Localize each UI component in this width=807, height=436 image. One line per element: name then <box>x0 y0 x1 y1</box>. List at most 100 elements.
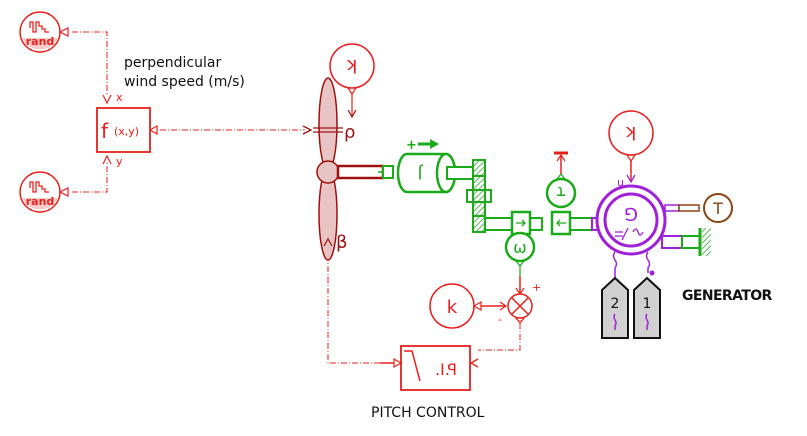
output-port-icon <box>346 87 358 96</box>
turbine-rotor[interactable]: ρ β <box>302 77 355 261</box>
random-wave-icon <box>29 181 49 193</box>
function-block[interactable]: x f (x,y) y <box>96 91 158 168</box>
blade-upper <box>318 77 338 171</box>
speed-sensor-label: ω <box>513 238 526 257</box>
pin-wire-icon <box>613 313 617 330</box>
pitch-control-title: PITCH CONTROL <box>371 405 485 421</box>
input-arrow-y-icon <box>102 154 112 165</box>
pi-controller-label: P.I. <box>435 360 457 379</box>
thermal-port-circle <box>703 193 733 223</box>
output-port-icon <box>58 187 69 197</box>
output-port-icon <box>148 124 158 136</box>
wind-speed-caption-line1: perpendicular <box>124 55 221 71</box>
function-symbol: f <box>101 119 109 143</box>
pin-2[interactable]: 2 <box>601 276 629 339</box>
pitch-setpoint[interactable]: k <box>429 283 508 329</box>
output-port-icon <box>58 27 69 37</box>
speed-sensor[interactable]: ω <box>504 210 536 276</box>
arrow-down-icon <box>347 109 357 119</box>
rotor-hub <box>316 160 340 184</box>
thermal-port-label: T <box>712 199 723 218</box>
shaft-segment <box>569 217 593 231</box>
random-source-top[interactable]: rand <box>19 11 69 53</box>
input-arrow-icon <box>469 358 479 368</box>
shaft-rotor-side <box>336 164 385 180</box>
shaft-stub <box>382 165 394 179</box>
arrow-down-icon <box>626 174 636 184</box>
arrow-right-icon <box>499 301 508 311</box>
beta-input-arrow-icon <box>323 237 333 247</box>
input-label-x: x <box>116 91 123 104</box>
arrow-left-icon <box>556 219 566 227</box>
inertia-block[interactable]: + J <box>382 138 474 194</box>
direction-arrow-icon <box>430 139 439 149</box>
lead-wire-2 <box>612 251 618 278</box>
random-wave-icon <box>29 21 49 33</box>
summing-junction[interactable]: + - <box>498 276 541 326</box>
rho-constant[interactable]: k <box>329 43 375 119</box>
cross-icon <box>511 297 529 315</box>
pin-wire-icon <box>645 313 649 330</box>
gear-bearing <box>466 189 492 203</box>
input-arrow-x-icon <box>102 94 112 105</box>
output-port-icon <box>514 260 526 267</box>
generator-input-label: u <box>617 176 624 189</box>
gear-output-shaft <box>484 217 514 231</box>
beta-label: β <box>336 232 348 253</box>
setpoint-label: k <box>447 297 458 318</box>
housing-shaft-electric <box>661 235 683 249</box>
wire-sum-to-pi <box>478 312 521 351</box>
pin-1[interactable]: 1 <box>633 276 661 339</box>
generator[interactable]: k u G T 2 1 <box>595 110 733 339</box>
inertia-symbol: J <box>418 164 424 183</box>
random-source-label: rand <box>26 195 55 208</box>
output-port-icon <box>625 154 637 163</box>
generator-rotor <box>603 192 659 248</box>
wind-input-arrow-icon <box>302 125 313 135</box>
rho-label: ρ <box>344 122 355 143</box>
generator-constant-label: k <box>625 122 636 143</box>
torque-sensor[interactable]: τ <box>545 151 577 236</box>
random-source-bottom[interactable]: rand <box>19 171 69 213</box>
wire-pi-to-beta <box>327 245 380 364</box>
arrow-right-icon <box>516 219 526 227</box>
pin-2-label: 2 <box>611 296 620 312</box>
polarity-dot <box>649 270 655 276</box>
generator-symbol: G <box>624 203 638 224</box>
limiter-icon <box>404 350 421 382</box>
random-source-label: rand <box>26 35 55 48</box>
arrow-up-icon <box>556 153 566 162</box>
inertia-shaft <box>446 166 474 180</box>
output-port-icon <box>393 357 403 369</box>
input-label-y: y <box>116 155 123 168</box>
pin-2-body <box>601 276 629 339</box>
thermal-link <box>678 204 700 212</box>
function-block-box <box>96 107 151 153</box>
ac-dc-icon <box>615 227 644 241</box>
pi-controller[interactable]: P.I. <box>380 345 479 391</box>
housing-shaft <box>681 235 701 249</box>
sum-plus-label: + <box>532 281 541 294</box>
wire-rand-bottom-to-y <box>72 162 108 193</box>
output-port-icon <box>514 317 526 324</box>
random-source-band <box>22 38 58 50</box>
wind-speed-caption-line2: wind speed (m/s) <box>124 74 245 90</box>
torque-sensor-label: τ <box>556 183 566 202</box>
inertia-sign: + <box>406 138 417 153</box>
lead-wire-1 <box>645 251 651 273</box>
random-source-band <box>22 198 58 210</box>
generator-title: GENERATOR <box>682 288 773 304</box>
function-args: (x,y) <box>114 125 139 138</box>
thermal-link-electric <box>664 204 680 212</box>
wire-rand-top-to-x <box>72 31 108 96</box>
signal-wires <box>72 31 521 364</box>
pin-1-label: 1 <box>643 296 652 312</box>
pin-1-body <box>633 276 661 339</box>
constant-label: k <box>346 55 357 76</box>
output-port-icon <box>472 300 482 312</box>
fixed-ground-hatch <box>702 228 711 256</box>
shaft-segment <box>529 217 543 231</box>
gear-wheel <box>472 159 486 233</box>
gearbox[interactable] <box>466 159 514 233</box>
